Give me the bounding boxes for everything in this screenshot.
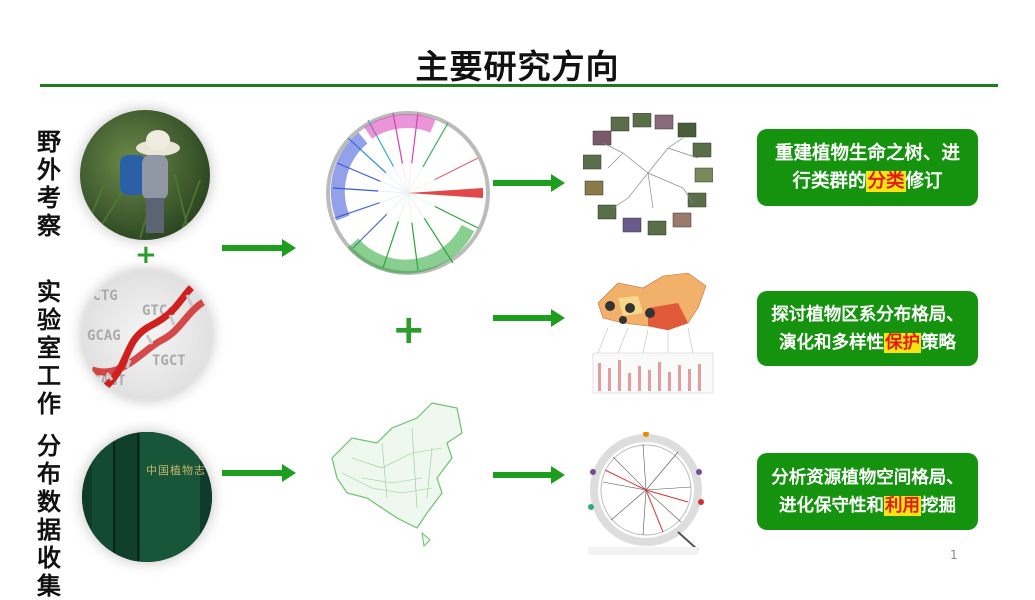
label-char: 外: [37, 156, 61, 184]
label-field-survey: 野 外 考 察: [34, 128, 64, 240]
research-direction-box-2: 探讨植物区系分布格局、 演化和多样性保护策略: [757, 291, 978, 366]
box-text: 进化保守性和: [779, 496, 884, 516]
svg-text:GCAG: GCAG: [87, 328, 121, 344]
label-char: 室: [37, 334, 61, 362]
box-text: 修订: [905, 171, 943, 192]
label-char: 实: [37, 278, 61, 306]
label-char: 数: [37, 488, 61, 516]
research-direction-box-3: 分析资源植物空间格局、 进化保守性和利用挖掘: [757, 453, 978, 530]
label-char: 验: [37, 306, 61, 334]
page-title: 主要研究方向: [415, 47, 620, 86]
label-char: 作: [37, 390, 61, 418]
svg-text:TGCT: TGCT: [152, 353, 186, 369]
field-researcher-icon: [84, 130, 201, 239]
china-map-image: [331, 402, 463, 548]
svg-text:ACTG: ACTG: [84, 288, 118, 304]
label-char: 集: [37, 572, 61, 600]
highlight-text: 分类: [866, 171, 906, 192]
box-text: 演化和多样性: [779, 333, 884, 353]
tree-with-photos-image: [583, 113, 713, 236]
label-char: 考: [37, 184, 61, 212]
box-line: 演化和多样性保护策略: [763, 329, 972, 357]
box-text: 行类群的: [792, 171, 867, 192]
circular-tree-icons-image: [588, 432, 704, 555]
plus-sign: +: [135, 240, 157, 270]
highlight-text: 保护: [884, 333, 921, 353]
label-char: 察: [37, 212, 61, 240]
title-rule: [40, 84, 998, 87]
box-text: 挖掘: [921, 496, 956, 516]
box-line: 分析资源植物空间格局、: [771, 468, 964, 488]
label-char: 工: [37, 362, 61, 390]
box-text: 策略: [921, 333, 956, 353]
highlight-text: 利用: [884, 496, 921, 516]
box-line: 探讨植物区系分布格局、: [771, 305, 964, 325]
flora-books-image: 中国植物志: [82, 432, 212, 562]
box-line: 行类群的分类修订: [763, 168, 972, 196]
circular-phylogeny-image: [326, 111, 490, 275]
books-icon: [82, 432, 212, 562]
plus-sign-middle: +: [392, 307, 426, 353]
label-char: 据: [37, 516, 61, 544]
label-lab-work: 实 验 室 工 作: [34, 278, 64, 418]
page-number: 1: [950, 548, 958, 562]
distribution-map-chart-image: [592, 272, 714, 394]
box-line: 重建植物生命之树、进: [774, 143, 960, 164]
label-char: 野: [37, 128, 61, 156]
book-spine-text: 中国植物志: [146, 464, 206, 477]
box-line: 进化保守性和利用挖掘: [763, 492, 972, 520]
label-char: 收: [37, 544, 61, 572]
field-researcher-photo: [80, 110, 210, 240]
label-char: 布: [37, 460, 61, 488]
label-char: 分: [37, 432, 61, 460]
research-direction-box-1: 重建植物生命之树、进 行类群的分类修订: [757, 129, 978, 206]
label-data-collection: 分 布 数 据 收 集: [34, 432, 64, 600]
